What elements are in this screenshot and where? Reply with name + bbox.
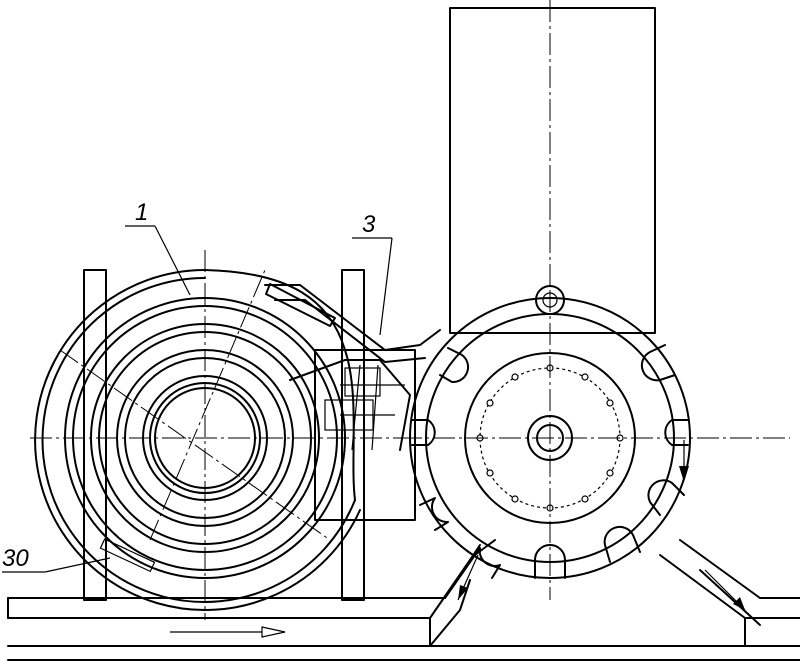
bucket-pockets xyxy=(411,344,689,579)
callout-30: 30 xyxy=(2,538,156,573)
discharge-chutes xyxy=(429,539,791,647)
spiral-unit xyxy=(30,250,420,620)
flow-arrows xyxy=(170,440,746,638)
callout-3: 3 xyxy=(352,211,393,336)
support-posts xyxy=(83,269,365,601)
spiral-casing-outer xyxy=(34,269,361,611)
arrow-head-icon xyxy=(458,585,468,600)
base-rails xyxy=(7,597,800,661)
callout-label-30: 30 xyxy=(2,545,29,572)
left-post xyxy=(83,269,107,601)
callout-1: 1 xyxy=(125,199,191,296)
arrow-head-icon xyxy=(733,597,745,610)
callout-label-3: 3 xyxy=(362,211,376,238)
hopper-housing xyxy=(449,0,656,334)
transfer-duct xyxy=(264,283,441,521)
callout-label-1: 1 xyxy=(135,199,148,226)
arrow-head-icon xyxy=(261,626,286,638)
bucket-wheel xyxy=(400,290,790,600)
right-post xyxy=(341,269,365,601)
